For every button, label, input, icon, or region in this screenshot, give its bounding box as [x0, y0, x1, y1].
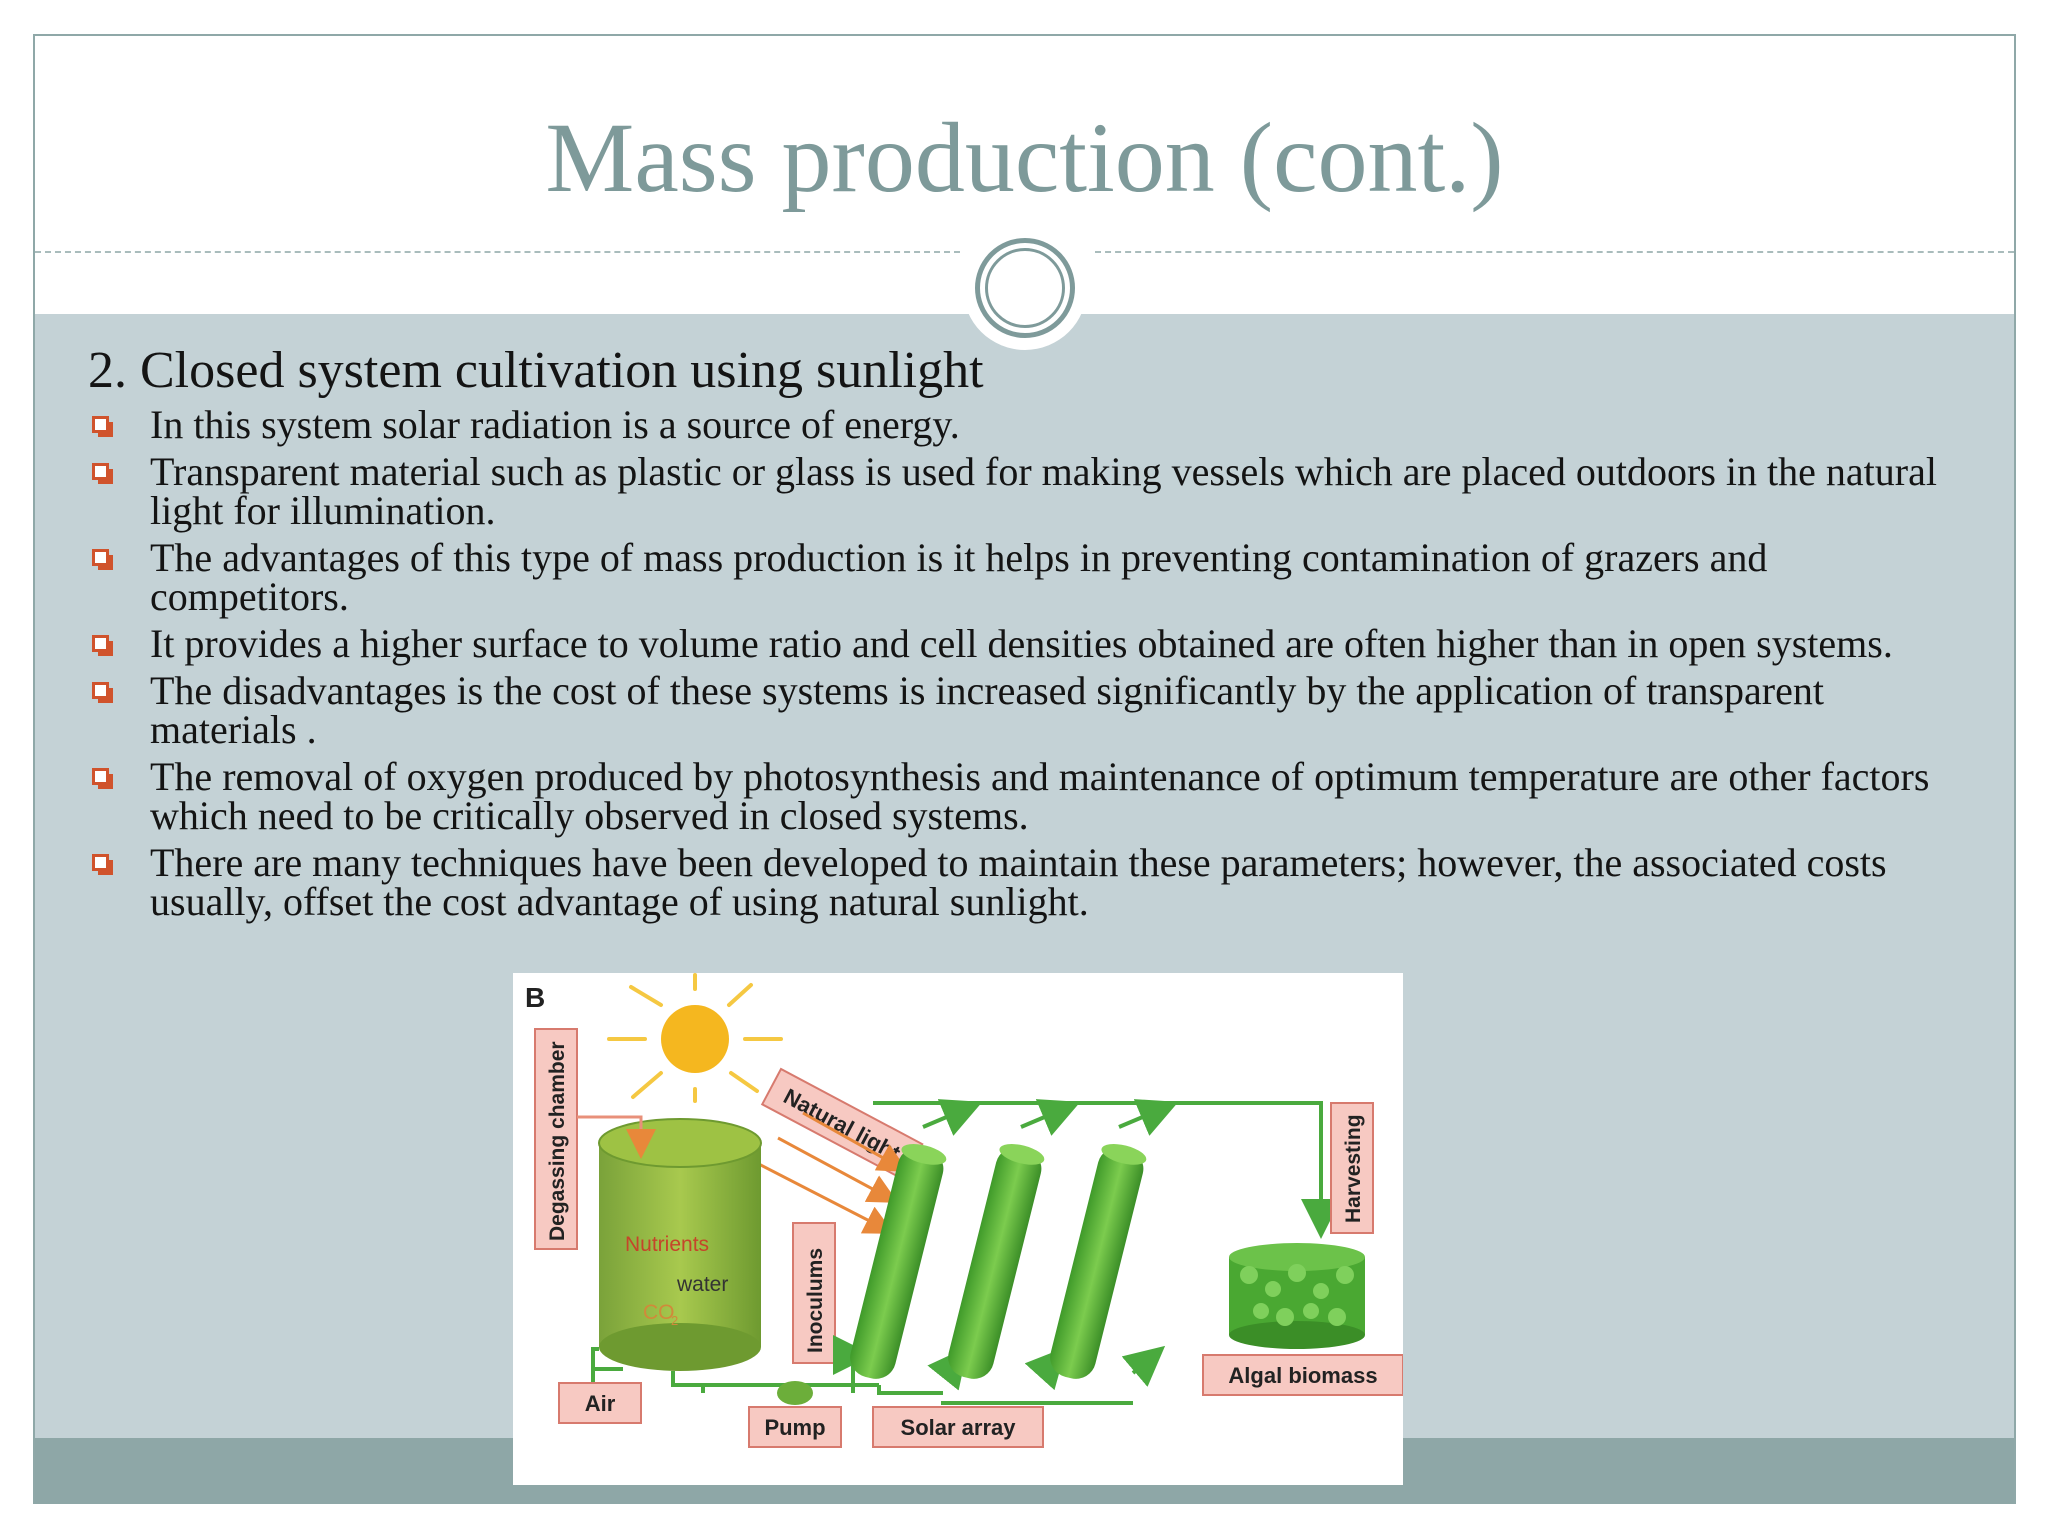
pump-label: Pump — [748, 1406, 842, 1448]
diagram-svg: B Natural light — [513, 973, 1404, 1485]
svg-text:Inoculums: Inoculums — [804, 1248, 827, 1353]
section-heading: 2. Closed system cultivation using sunli… — [88, 342, 984, 399]
bullet-text: The removal of oxygen produced by photos… — [150, 754, 1930, 839]
bullet-item: There are many techniques have been deve… — [88, 840, 1948, 925]
pump-icon — [777, 1381, 813, 1405]
slide-title: Mass production (cont.) — [545, 102, 1504, 213]
solar-array-label: Solar array — [872, 1406, 1044, 1448]
bullet-text: The disadvantages is the cost of these s… — [150, 668, 1824, 753]
svg-text:Solar array: Solar array — [901, 1415, 1017, 1440]
light-rays — [752, 1111, 909, 1234]
svg-text:water: water — [676, 1273, 728, 1296]
bullet-item: It provides a higher surface to volume r… — [88, 621, 1948, 667]
bullet-text: Transparent material such as plastic or … — [150, 449, 1937, 534]
checkbox-bullet-icon — [92, 682, 113, 704]
svg-text:Air: Air — [585, 1391, 616, 1416]
checkbox-bullet-icon — [92, 463, 113, 485]
solar-array-tubes — [850, 1144, 1147, 1379]
degassing-pipe — [577, 1115, 656, 1159]
panel-letter: B — [525, 982, 545, 1013]
checkbox-bullet-icon — [92, 549, 113, 571]
bullet-text: The advantages of this type of mass prod… — [150, 535, 1768, 620]
nutrient-tank: Nutrients water CO 2 — [598, 1118, 762, 1371]
svg-text:2: 2 — [671, 1313, 678, 1328]
air-label: Air — [558, 1382, 642, 1424]
svg-text:Algal biomass: Algal biomass — [1228, 1363, 1377, 1388]
header-divider-right — [1095, 251, 2014, 253]
checkbox-bullet-icon — [92, 416, 113, 438]
divider-circle-icon — [975, 238, 1075, 338]
divider-circle-inner — [985, 248, 1065, 328]
svg-text:Degassing chamber: Degassing chamber — [546, 1041, 569, 1241]
algal-biomass-container — [1229, 1243, 1365, 1349]
bullet-text: It provides a higher surface to volume r… — [150, 621, 1893, 667]
svg-text:Pump: Pump — [764, 1415, 825, 1440]
bullet-list: In this system solar radiation is a sour… — [88, 402, 1948, 925]
harvesting-label: Harvesting — [1330, 1102, 1374, 1234]
slide-body: 2. Closed system cultivation using sunli… — [88, 340, 1948, 929]
bullet-text: In this system solar radiation is a sour… — [150, 402, 960, 448]
checkbox-bullet-icon — [92, 635, 113, 657]
inoculums-label: Inoculums — [792, 1222, 836, 1364]
checkbox-bullet-icon — [92, 768, 113, 790]
svg-text:Nutrients: Nutrients — [625, 1233, 709, 1256]
bullet-item: The advantages of this type of mass prod… — [88, 535, 1948, 620]
closed-system-diagram: B Natural light — [513, 973, 1404, 1485]
bullet-text: There are many techniques have been deve… — [150, 840, 1887, 925]
bullet-item: Transparent material such as plastic or … — [88, 449, 1948, 534]
bullet-item: In this system solar radiation is a sour… — [88, 402, 1948, 448]
svg-text:Harvesting: Harvesting — [1342, 1114, 1365, 1223]
checkbox-bullet-icon — [92, 854, 113, 876]
algal-biomass-label: Algal biomass — [1202, 1354, 1404, 1396]
sun-icon — [607, 973, 783, 1103]
bullet-item: The disadvantages is the cost of these s… — [88, 668, 1948, 753]
header-divider-left — [35, 251, 960, 253]
svg-text:CO: CO — [643, 1301, 675, 1324]
bullet-item: The removal of oxygen produced by photos… — [88, 754, 1948, 839]
degassing-chamber-label: Degassing chamber — [534, 1028, 578, 1250]
